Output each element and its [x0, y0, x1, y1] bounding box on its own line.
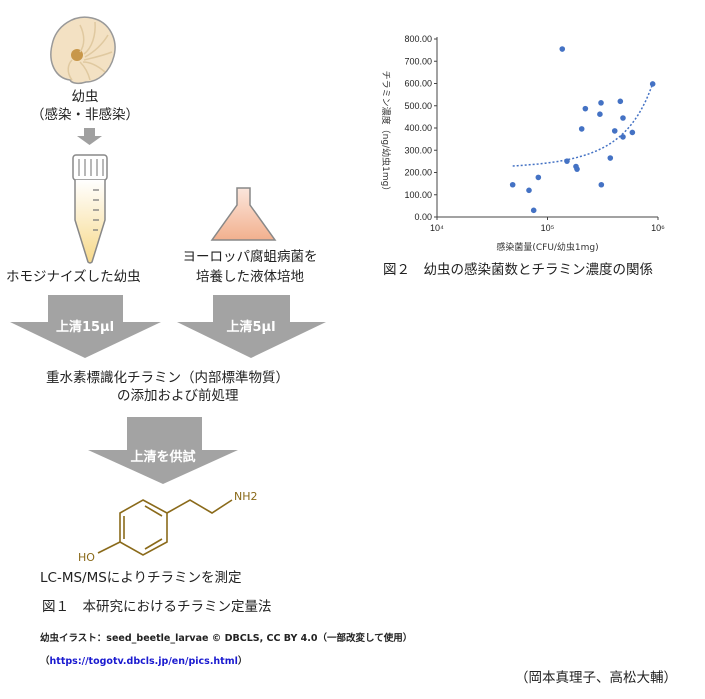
- larva-label: 幼虫: [71, 89, 99, 105]
- x-tick-label: 10⁴: [430, 223, 444, 233]
- credit-line: 幼虫イラスト：seed_beetle_larvae © DBCLS, CC BY…: [40, 633, 413, 644]
- data-point: [629, 129, 636, 136]
- arrow-left-label: 上清15μl: [55, 320, 115, 335]
- x-tick-label: 10⁶: [651, 223, 665, 233]
- data-point: [535, 174, 542, 181]
- paren-close: ）: [237, 656, 248, 667]
- y-tick-label: 600.00: [404, 79, 432, 89]
- data-point: [578, 126, 585, 132]
- data-point: [598, 100, 604, 106]
- arrow-center-label: 上清を供試: [130, 450, 196, 465]
- figure1-caption: 図１ 本研究におけるチラミン定量法: [42, 599, 272, 615]
- y-tick-label: 0.00: [414, 212, 432, 222]
- data-point: [559, 46, 566, 52]
- larva-icon: [50, 16, 116, 85]
- data-point: [509, 181, 516, 188]
- data-point: [611, 128, 618, 134]
- tube-label: ホモジナイズした幼虫: [6, 269, 141, 285]
- tyramine-structure: [97, 499, 233, 556]
- arrow-left: [10, 295, 161, 358]
- y-tick-label: 100.00: [404, 190, 432, 200]
- paren-open: （: [40, 656, 50, 667]
- y-tick-label: 700.00: [404, 56, 432, 66]
- ho-label: HO: [78, 551, 95, 564]
- culture-label-1: ヨーロッパ腐蛆病菌を: [182, 249, 318, 265]
- flask-icon: [210, 187, 277, 241]
- x-axis-label: 感染菌量(CFU/幼虫1mg): [496, 241, 598, 253]
- authors: （岡本真理子、高松大輔）: [515, 670, 677, 686]
- larva-sub-label: （感染・非感染）: [31, 107, 139, 123]
- data-point: [617, 98, 624, 105]
- down-arrow-small: [77, 128, 102, 145]
- data-point: [598, 181, 605, 188]
- arrow-center: [88, 417, 238, 484]
- arrow-right: [177, 295, 326, 358]
- data-point: [649, 81, 656, 87]
- y-tick-label: 500.00: [404, 101, 432, 111]
- data-point: [620, 134, 626, 140]
- figure2-caption: 図２ 幼虫の感染菌数とチラミン濃度の関係: [383, 262, 653, 278]
- arrow-right-label: 上清5μl: [226, 320, 276, 335]
- y-axis-label: チラミン濃度（ng/幼虫1mg）: [380, 71, 392, 196]
- measure-label: LC-MS/MSによりチラミンを測定: [40, 570, 242, 586]
- step-1: 重水素標識化チラミン（内部標準物質）: [46, 370, 289, 386]
- step-2: の添加および前処理: [117, 388, 239, 404]
- x-tick-label: 10⁵: [541, 223, 555, 233]
- data-point: [574, 166, 580, 172]
- data-point: [597, 111, 603, 118]
- data-point: [526, 187, 532, 194]
- credit-url-line: （https://togotv.dbcls.jp/en/pics.html）: [40, 654, 247, 670]
- data-point: [564, 158, 570, 164]
- y-tick-label: 800.00: [404, 34, 432, 44]
- data-point: [620, 115, 626, 121]
- data-point: [530, 207, 537, 214]
- nh2-label: NH2: [234, 490, 258, 503]
- y-tick-label: 300.00: [404, 145, 432, 155]
- y-tick-label: 200.00: [404, 168, 432, 178]
- scatter-chart: 0.00 100.00 200.00 300.00 400.00 500.00 600.00…: [380, 34, 665, 253]
- culture-label-2: 培養した液体培地: [196, 269, 304, 285]
- y-tick-label: 400.00: [404, 123, 432, 133]
- data-point: [582, 105, 589, 112]
- trendline: [512, 83, 654, 167]
- tube-icon: [72, 154, 108, 264]
- credit-link[interactable]: https://togotv.dbcls.jp/en/pics.html: [49, 656, 238, 667]
- data-point: [607, 155, 614, 161]
